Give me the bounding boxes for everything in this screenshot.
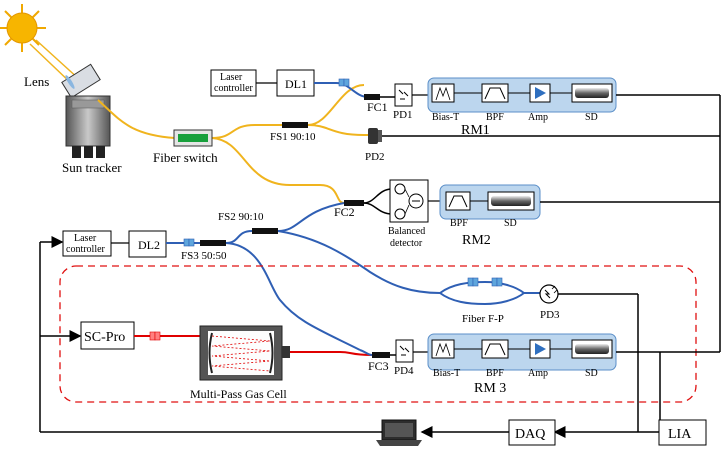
pd1-label: PD1 — [393, 109, 413, 121]
fiber-connector-icon — [149, 331, 161, 341]
fc3-label: FC3 — [368, 359, 389, 373]
fc1-coupler — [364, 94, 380, 100]
rm3-bpf-label: BPF — [486, 368, 504, 379]
fs2-coupler — [252, 228, 278, 234]
lia-box[interactable] — [658, 419, 707, 446]
pd4-label: PD4 — [394, 365, 414, 377]
multi-pass-gas-cell-label: Multi-Pass Gas Cell — [190, 387, 287, 401]
sc-pro-box[interactable] — [80, 321, 135, 350]
daq-label: DAQ — [515, 427, 545, 442]
laptop-icon[interactable] — [376, 419, 422, 446]
laser-controller-2-label-2: controller — [66, 244, 106, 255]
rm3-bias-t-icon — [431, 339, 455, 359]
rm3-label: RM 3 — [474, 381, 506, 396]
gas-sensing-region — [59, 265, 697, 403]
fiber-connector-icon — [467, 277, 503, 287]
sunlight-fiber — [97, 84, 365, 204]
pd4-icon[interactable] — [395, 339, 414, 363]
dl1-label: DL1 — [285, 77, 307, 91]
rm1-amp-label: Amp — [528, 112, 548, 123]
gascell-fc3-fiber — [290, 351, 373, 356]
laser-controller-1-label-2: controller — [214, 83, 254, 94]
fiber-switch[interactable] — [173, 129, 213, 147]
rm1-sd-icon — [571, 83, 613, 103]
dl2-label: DL2 — [138, 238, 160, 252]
sc-pro-label: SC-Pro — [84, 330, 125, 345]
multi-pass-gas-cell-icon[interactable] — [199, 325, 290, 381]
rm3-bias-t-label: Bias-T — [433, 368, 460, 379]
sun-tracker-label: Sun tracker — [62, 160, 122, 175]
lens-label: Lens — [24, 74, 49, 89]
fc3-coupler — [372, 352, 390, 358]
rm1-label: RM1 — [461, 123, 490, 138]
fs1-coupler — [282, 122, 308, 128]
fiber-switch-label: Fiber switch — [153, 150, 218, 165]
balanced-detector-icon[interactable] — [389, 179, 429, 223]
daq-box[interactable] — [508, 419, 556, 446]
balanced-detector-label-2: detector — [390, 238, 423, 249]
rm1-bpf-label: BPF — [486, 112, 504, 123]
pd3-icon[interactable] — [539, 284, 559, 304]
laser-fiber-bottom — [166, 202, 540, 351]
rm3-amp-icon — [529, 339, 551, 359]
pd2-label: PD2 — [365, 151, 385, 163]
fiber-fp-label: Fiber F-P — [462, 313, 504, 325]
balanced-detector-label-1: Balanced — [388, 226, 425, 237]
pd1-icon[interactable] — [394, 83, 413, 107]
fc2-label: FC2 — [334, 205, 355, 219]
fs1-label: FS1 90:10 — [270, 131, 316, 143]
fs3-label: FS3 50:50 — [181, 250, 227, 262]
rm2-label: RM2 — [462, 233, 491, 248]
rm1-bias-t-label: Bias-T — [432, 112, 459, 123]
fs3-coupler — [200, 240, 226, 246]
sun-icon — [0, 4, 46, 52]
rm1-amp-icon — [529, 83, 551, 103]
rm3-amp-label: Amp — [528, 368, 548, 379]
rm2-sd-label: SD — [504, 218, 517, 229]
laser-controller-1-label-1: Laser — [220, 72, 243, 83]
fc2-coupler — [344, 200, 364, 206]
fc2-to-detector-fibers — [363, 188, 393, 215]
fiber-connector-icon — [338, 78, 350, 87]
rm3-sd-icon — [571, 339, 613, 359]
rm1-bias-t-icon — [431, 83, 455, 103]
pd2-icon[interactable] — [368, 128, 382, 144]
rm2-sd-icon — [487, 191, 535, 211]
pd3-label: PD3 — [540, 309, 560, 321]
fs3-fc3-fiber-end — [359, 349, 373, 356]
lens-icon — [61, 63, 101, 99]
rm1-sd-label: SD — [585, 112, 598, 123]
fc1-label: FC1 — [367, 100, 388, 114]
laser-controller-2-label-1: Laser — [74, 233, 97, 244]
fiber-connector-icon — [183, 238, 195, 247]
fs2-label: FS2 90:10 — [218, 211, 264, 223]
lia-label: LIA — [668, 427, 692, 442]
rm2-bpf-label: BPF — [450, 218, 468, 229]
rm3-bpf-icon — [481, 339, 509, 359]
rm3-sd-label: SD — [585, 368, 598, 379]
rm1-bpf-icon — [481, 83, 509, 103]
rm2-bpf-icon — [445, 191, 471, 211]
dl1-box[interactable] — [276, 69, 315, 97]
